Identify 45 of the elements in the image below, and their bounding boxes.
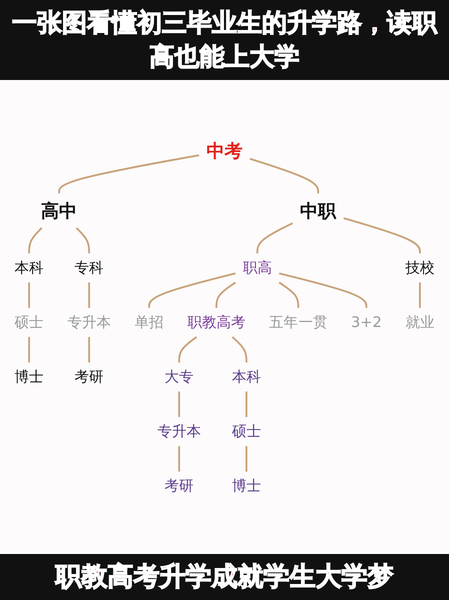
connector	[178, 336, 198, 362]
connector	[256, 222, 294, 254]
node-text: 中职	[300, 200, 336, 222]
node-text: 就业	[405, 313, 434, 331]
node-text: 3+2	[351, 313, 382, 331]
node-text: 五年一贯	[269, 313, 328, 331]
node-text: 专升本	[157, 422, 201, 440]
connector	[278, 282, 300, 308]
node-text: 本科	[14, 258, 44, 276]
connector	[250, 158, 320, 194]
node-text: 硕士	[14, 313, 44, 331]
connector	[178, 392, 180, 418]
node-text: 专科	[74, 258, 104, 276]
connector	[216, 282, 236, 308]
node-text: 职高	[242, 258, 272, 276]
node-text: 博士	[14, 368, 44, 386]
connector	[76, 227, 90, 254]
connector	[28, 337, 30, 362]
node-text: 本科	[232, 368, 261, 386]
connector	[28, 282, 30, 308]
node-text: 硕士	[232, 422, 261, 440]
node-text: 大专	[164, 368, 194, 386]
connector	[278, 272, 368, 308]
connector	[178, 446, 180, 472]
connector	[148, 272, 236, 308]
caption-banner: 职教高考升学成就学生大学梦	[0, 554, 449, 600]
node-text: 中考	[206, 140, 243, 162]
connector	[58, 154, 200, 194]
connector	[88, 337, 90, 362]
node-text: 博士	[232, 477, 261, 494]
connector	[88, 282, 90, 308]
node-text: 考研	[164, 477, 194, 494]
node-text: 考研	[74, 368, 104, 386]
title-banner: 一张图看懂初三毕业生的升学路，读职高也能上大学	[0, 0, 449, 80]
connector	[418, 282, 421, 308]
connector	[232, 336, 248, 362]
connector	[246, 446, 248, 472]
node-text: 高中	[40, 200, 78, 222]
connector	[28, 227, 42, 254]
node-text: 技校	[405, 258, 434, 276]
node-text: 专升本	[67, 313, 111, 331]
connector	[246, 392, 248, 418]
node-text: 单招	[134, 313, 164, 331]
connector	[343, 217, 421, 254]
node-text: 职教高考	[187, 313, 246, 331]
